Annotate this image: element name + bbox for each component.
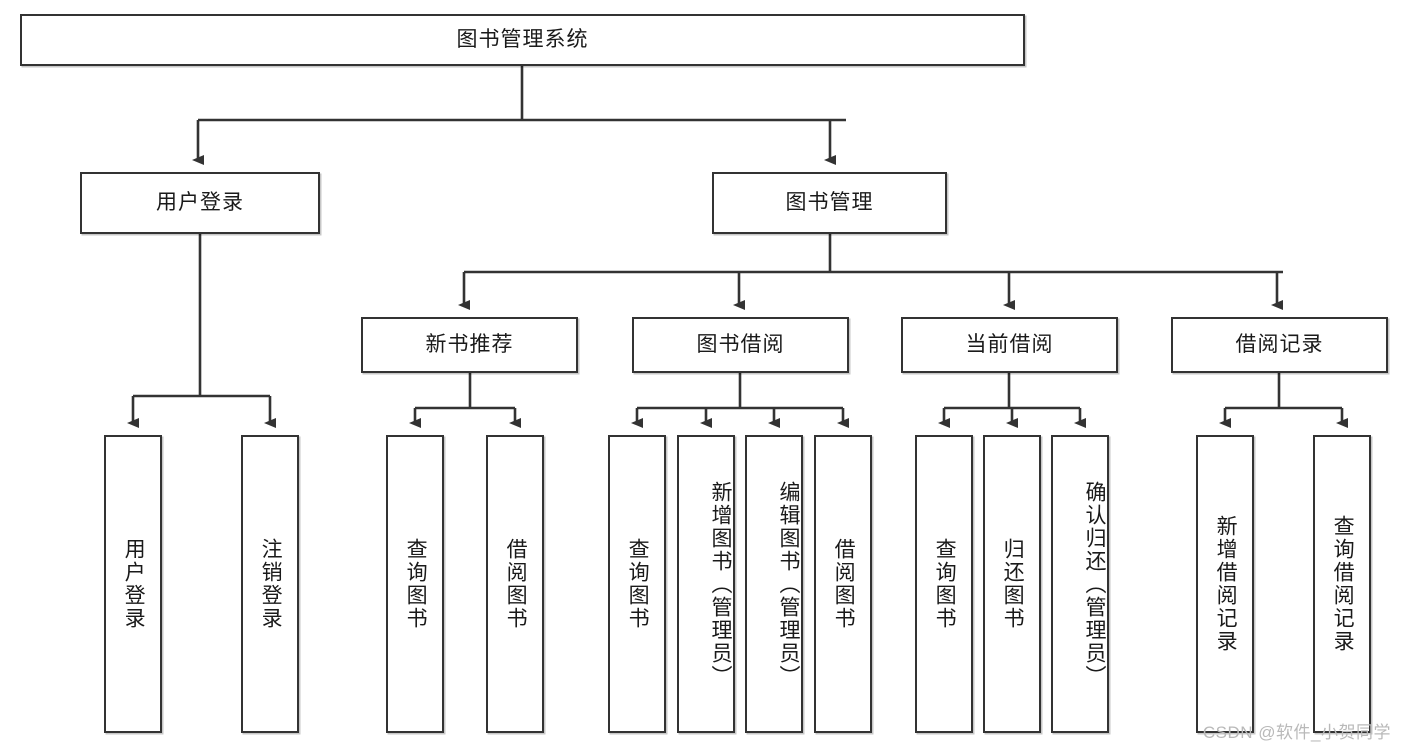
- node-leaf-query-book-cb-label: 查询图书: [933, 538, 957, 630]
- node-leaf-add-book[interactable]: 新增图书（管理员）: [677, 435, 735, 733]
- node-leaf-borrow-book-rec-label: 借阅图书: [504, 538, 528, 630]
- link-current-borrow-to-leaves: [938, 373, 1086, 428]
- node-book-manage-label: 图书管理: [785, 191, 874, 215]
- node-leaf-query-book-rec[interactable]: 查询图书: [386, 435, 444, 733]
- node-leaf-add-record[interactable]: 新增借阅记录: [1196, 435, 1254, 733]
- node-current-borrow[interactable]: 当前借阅: [901, 317, 1118, 373]
- node-book-manage[interactable]: 图书管理: [712, 172, 947, 234]
- node-leaf-user-login-label: 用户登录: [122, 538, 146, 630]
- node-leaf-confirm-return-label: 确认归还（管理员）: [1083, 480, 1106, 688]
- node-leaf-query-book-br-label: 查询图书: [626, 538, 650, 630]
- node-leaf-query-book-rec-label: 查询图书: [404, 538, 428, 630]
- node-new-book-rec-label: 新书推荐: [425, 333, 514, 357]
- node-root[interactable]: 图书管理系统: [20, 14, 1025, 66]
- node-leaf-logout-label: 注销登录: [259, 538, 283, 630]
- node-leaf-logout[interactable]: 注销登录: [241, 435, 299, 733]
- node-root-label: 图书管理系统: [456, 28, 589, 52]
- node-leaf-confirm-return[interactable]: 确认归还（管理员）: [1051, 435, 1109, 733]
- link-book-manage-to-level3: [458, 234, 1283, 310]
- node-leaf-add-record-label: 新增借阅记录: [1214, 515, 1238, 653]
- node-leaf-borrow-book-br-label: 借阅图书: [832, 538, 856, 630]
- node-user-login-label: 用户登录: [156, 191, 244, 215]
- link-book-borrow-to-leaves: [631, 373, 849, 428]
- node-leaf-query-record[interactable]: 查询借阅记录: [1313, 435, 1371, 733]
- node-leaf-return-book[interactable]: 归还图书: [983, 435, 1041, 733]
- node-leaf-edit-book-label: 编辑图书（管理员）: [777, 480, 800, 688]
- node-leaf-borrow-book-br[interactable]: 借阅图书: [814, 435, 872, 733]
- link-borrow-record-to-leaves: [1219, 373, 1348, 428]
- node-book-borrow-label: 图书借阅: [696, 333, 785, 357]
- node-leaf-query-record-label: 查询借阅记录: [1331, 515, 1355, 653]
- node-leaf-user-login[interactable]: 用户登录: [104, 435, 162, 733]
- link-new-book-rec-to-leaves: [409, 373, 521, 428]
- node-leaf-edit-book[interactable]: 编辑图书（管理员）: [745, 435, 803, 733]
- node-leaf-query-book-cb[interactable]: 查询图书: [915, 435, 973, 733]
- watermark-text: CSDN @软件_小贺同学: [1202, 723, 1391, 742]
- node-current-borrow-label: 当前借阅: [965, 333, 1054, 357]
- node-leaf-add-book-label: 新增图书（管理员）: [709, 480, 732, 688]
- node-leaf-return-book-label: 归还图书: [1001, 538, 1025, 630]
- node-book-borrow[interactable]: 图书借阅: [632, 317, 849, 373]
- node-user-login[interactable]: 用户登录: [80, 172, 320, 234]
- link-root-to-level2: [192, 66, 846, 165]
- node-borrow-record-label: 借阅记录: [1235, 333, 1324, 357]
- node-new-book-rec[interactable]: 新书推荐: [361, 317, 578, 373]
- node-borrow-record[interactable]: 借阅记录: [1171, 317, 1388, 373]
- link-user-login-to-leaves: [127, 234, 276, 428]
- node-leaf-borrow-book-rec[interactable]: 借阅图书: [486, 435, 544, 733]
- node-leaf-query-book-br[interactable]: 查询图书: [608, 435, 666, 733]
